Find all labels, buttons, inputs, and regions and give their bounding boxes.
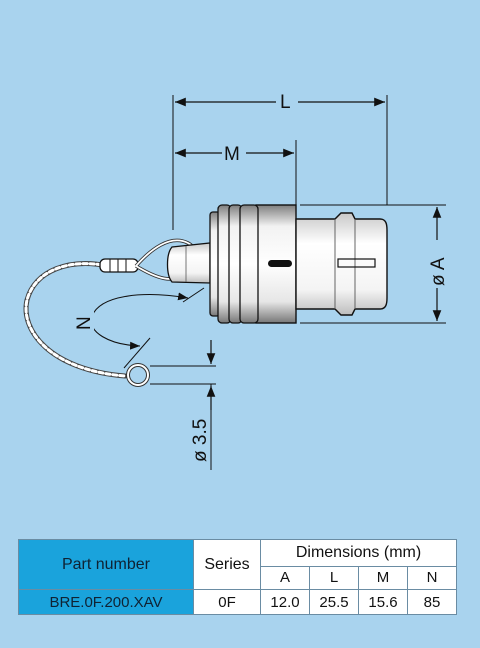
value-n-cell: 85 [407, 589, 457, 615]
dimension-3-5-label: ø 3.5 [190, 419, 211, 462]
dimension-l-label: L [280, 92, 291, 113]
dimensions-table: Part number Series Dimensions (mm) A L M… [18, 539, 457, 615]
alignment-mark [268, 260, 292, 267]
dimension-3-5: ø 3.5 [150, 340, 216, 470]
dimension-n-label: N [74, 316, 95, 330]
dimension-a: ø A [300, 204, 449, 324]
value-a-cell: 12.0 [260, 589, 310, 615]
dimensions-header: Dimensions (mm) [260, 539, 457, 567]
dimension-l: L [172, 90, 388, 230]
series-header: Series [193, 539, 261, 590]
cap-body [209, 204, 297, 324]
dimension-a-label: ø A [428, 257, 449, 286]
technical-drawing: L M ø A [23, 90, 449, 470]
dim-col-n: N [407, 565, 457, 591]
dimension-n: N [72, 287, 205, 369]
series-cell: 0F [193, 589, 261, 615]
cap-neck [166, 242, 211, 284]
table-row: BRE.0F.200.XAV 0F 12.0 25.5 15.6 85 [18, 589, 457, 615]
dim-col-m: M [358, 565, 408, 591]
value-m-cell: 15.6 [358, 589, 408, 615]
dim-col-l: L [309, 565, 359, 591]
value-l-cell: 25.5 [309, 589, 359, 615]
part-number-header: Part number [18, 539, 194, 590]
dimension-m-label: M [224, 144, 240, 165]
part-number-cell: BRE.0F.200.XAV [18, 589, 194, 615]
cap-plug [295, 212, 388, 316]
key-slot [337, 258, 376, 268]
dimension-m: M [175, 140, 297, 205]
dim-col-a: A [260, 565, 310, 591]
